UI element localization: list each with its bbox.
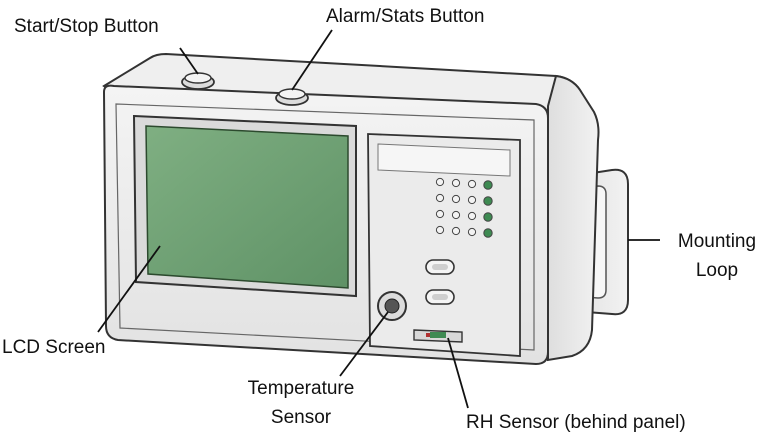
sensor-panel bbox=[367, 133, 521, 357]
leader-lcd-screen bbox=[97, 245, 161, 333]
led-dot bbox=[467, 179, 477, 189]
led-dot bbox=[435, 193, 445, 203]
led-dot bbox=[483, 196, 493, 206]
rh-sensor-slot bbox=[413, 329, 463, 343]
led-dot bbox=[451, 226, 461, 236]
temperature-sensor bbox=[377, 291, 407, 321]
label-rh-sensor: RH Sensor (behind panel) bbox=[466, 412, 686, 433]
led-dot bbox=[435, 209, 445, 219]
led-dot bbox=[483, 228, 493, 238]
leader-temperature bbox=[339, 311, 389, 377]
panel-slot-lower bbox=[425, 289, 455, 305]
leader-rh-sensor bbox=[447, 337, 469, 409]
label-alarm-stats-button: Alarm/Stats Button bbox=[326, 6, 485, 27]
panel-slot-upper bbox=[425, 259, 455, 275]
label-start-stop-button: Start/Stop Button bbox=[14, 16, 159, 37]
led-dot bbox=[435, 177, 445, 187]
led-dot bbox=[467, 227, 477, 237]
leader-alarm-stats bbox=[291, 29, 333, 91]
led-indicator-grid bbox=[435, 177, 493, 238]
led-dot bbox=[451, 178, 461, 188]
leader-start-stop bbox=[179, 47, 199, 75]
led-dot bbox=[451, 194, 461, 204]
led-dot bbox=[483, 180, 493, 190]
label-mounting-loop: Mounting Loop bbox=[677, 231, 757, 281]
led-dot bbox=[467, 211, 477, 221]
led-dot bbox=[435, 225, 445, 235]
alarm-stats-button[interactable] bbox=[275, 88, 309, 106]
label-lcd-screen: LCD Screen bbox=[2, 337, 106, 358]
start-stop-button[interactable] bbox=[181, 72, 215, 90]
lcd-screen bbox=[132, 114, 357, 298]
label-temperature-sensor: Temperature Sensor bbox=[247, 378, 355, 428]
leader-lines bbox=[97, 29, 660, 409]
led-dot bbox=[467, 195, 477, 205]
led-dot bbox=[451, 210, 461, 220]
led-dot bbox=[483, 212, 493, 222]
